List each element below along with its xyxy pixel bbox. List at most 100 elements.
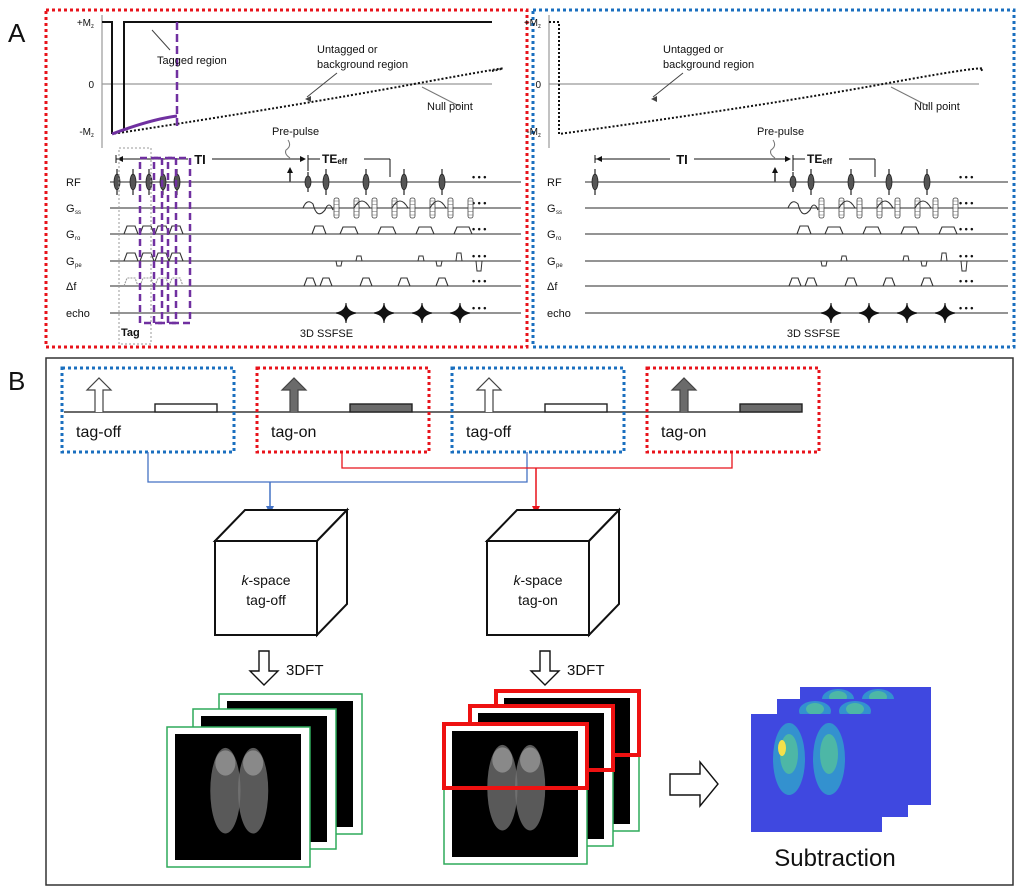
ellipsis: • • • [959,224,973,234]
gradient-lobe [415,226,435,235]
gradient-lobe [154,277,170,287]
echo-signal [373,302,395,324]
rf-pulse-lobe [923,173,931,191]
echo-signal [449,302,471,324]
row-label-sub-3: pe [75,263,82,269]
row-label-sub-2: ro [75,236,81,242]
panel-b-border [45,357,1014,886]
echo-signal [934,302,956,324]
gpe-blip [820,260,828,267]
tagged-region-label: Tagged region [157,55,227,67]
perfusion-peak [778,740,786,756]
kspace-space: -space [520,572,562,588]
gradient-lobe [123,252,139,262]
null-leader [421,86,460,107]
gradient-lobe [168,277,184,287]
gradient-lobe [139,225,155,235]
echo-signal [896,302,918,324]
tag-region-box [118,147,152,345]
rf-pulse-lobe [807,173,815,191]
gss-lobe [787,201,819,215]
gradient-lobe [920,277,934,287]
perfusion-hotspot [806,703,824,715]
kspace-label-line1: k-space [241,572,290,588]
arrow-head-icon [596,156,602,162]
gss-lobe [876,200,894,209]
gradient-lobe [804,277,818,287]
row-label-sub-3: pe [556,263,563,269]
row-label-sub-1: ss [556,210,562,216]
row-label-5: echo [66,308,90,320]
gradient-lobe [311,225,327,235]
cube-front [486,540,590,636]
sequence-label: 3D SSFSE [787,328,840,340]
gradient-lobe [139,277,155,287]
untagged-leader [306,72,338,98]
row-label-0: RF [547,177,562,189]
prepulse-hollow-arrow-icon [85,377,113,412]
gpe-blip [920,260,928,267]
subtraction-image-stack [751,687,931,832]
null-point-label: Null point [427,101,473,113]
echo-signal [820,302,842,324]
gradient-lobe [359,277,373,287]
echo-signal [411,302,433,324]
ti-label: TI [194,152,206,167]
gss-lobe [838,200,856,209]
rf-pulse-lobe [885,173,893,191]
gradient-lobe [435,277,449,287]
transform-label: 3DFT [567,662,605,679]
readout-filled [349,403,413,413]
kspace-k: k [513,572,521,588]
foot-heel [520,747,541,773]
gradient-lobe [397,277,411,287]
row-label-1: G [547,203,556,215]
gpe-blip [940,252,948,262]
y-tick-label: 0 [535,80,541,91]
gradient-lobe [139,252,155,262]
transform-label: 3DFT [286,662,324,679]
gss-lobe [391,200,409,209]
acquisition-block-tag-off: tag-off [60,366,236,454]
gradient-lobe [862,226,882,235]
y-tick-sub: z [538,24,541,30]
gss-lobe [353,200,371,209]
pre-pulse-label: Pre-pulse [757,126,804,138]
row-label-5: echo [547,308,571,320]
subtraction-label: Subtraction [774,845,895,872]
y-tick-label: -Mz [79,127,94,139]
perfusion-hotspot [820,734,838,774]
prepulse-filled-arrow-icon [670,377,698,412]
rf-pulse-lobe [847,173,855,191]
untagged-label-2: background region [317,59,408,71]
gradient-lobe [339,226,359,235]
acquisition-label: tag-on [271,424,316,441]
untagged-label-2: background region [663,59,754,71]
tagged-inversion [102,21,113,134]
ti-mask [188,150,212,164]
tag-on-image-stack [442,689,641,865]
row-label-2: G [66,229,75,241]
arrow-head-icon [117,156,123,162]
y-tick-sub: z [91,24,94,30]
rf-pulse-lobe [129,173,137,191]
row-label-4: Δf [547,281,558,293]
gpe-blip [417,255,425,262]
kspace-space: -space [248,572,290,588]
background-recovery-curve [102,21,504,136]
gpe-blip [475,260,483,272]
y-tick-label: -Mz [526,127,541,139]
rf-pulse-lobe [789,175,797,189]
subtraction-arrow-icon [669,760,719,808]
rf-pulse-lobe [362,173,370,191]
rf-pulse-lobe [591,173,599,191]
rf-pulse-lobe [304,175,312,189]
y-tick-label: +Mz [77,18,94,30]
ellipsis: • • • [959,251,973,261]
tag-pulse-highlight [152,156,178,325]
gpe-blip [335,260,343,267]
tagged-leader [151,29,171,51]
ellipsis: • • • [959,198,973,208]
null-point-label: Null point [914,101,960,113]
